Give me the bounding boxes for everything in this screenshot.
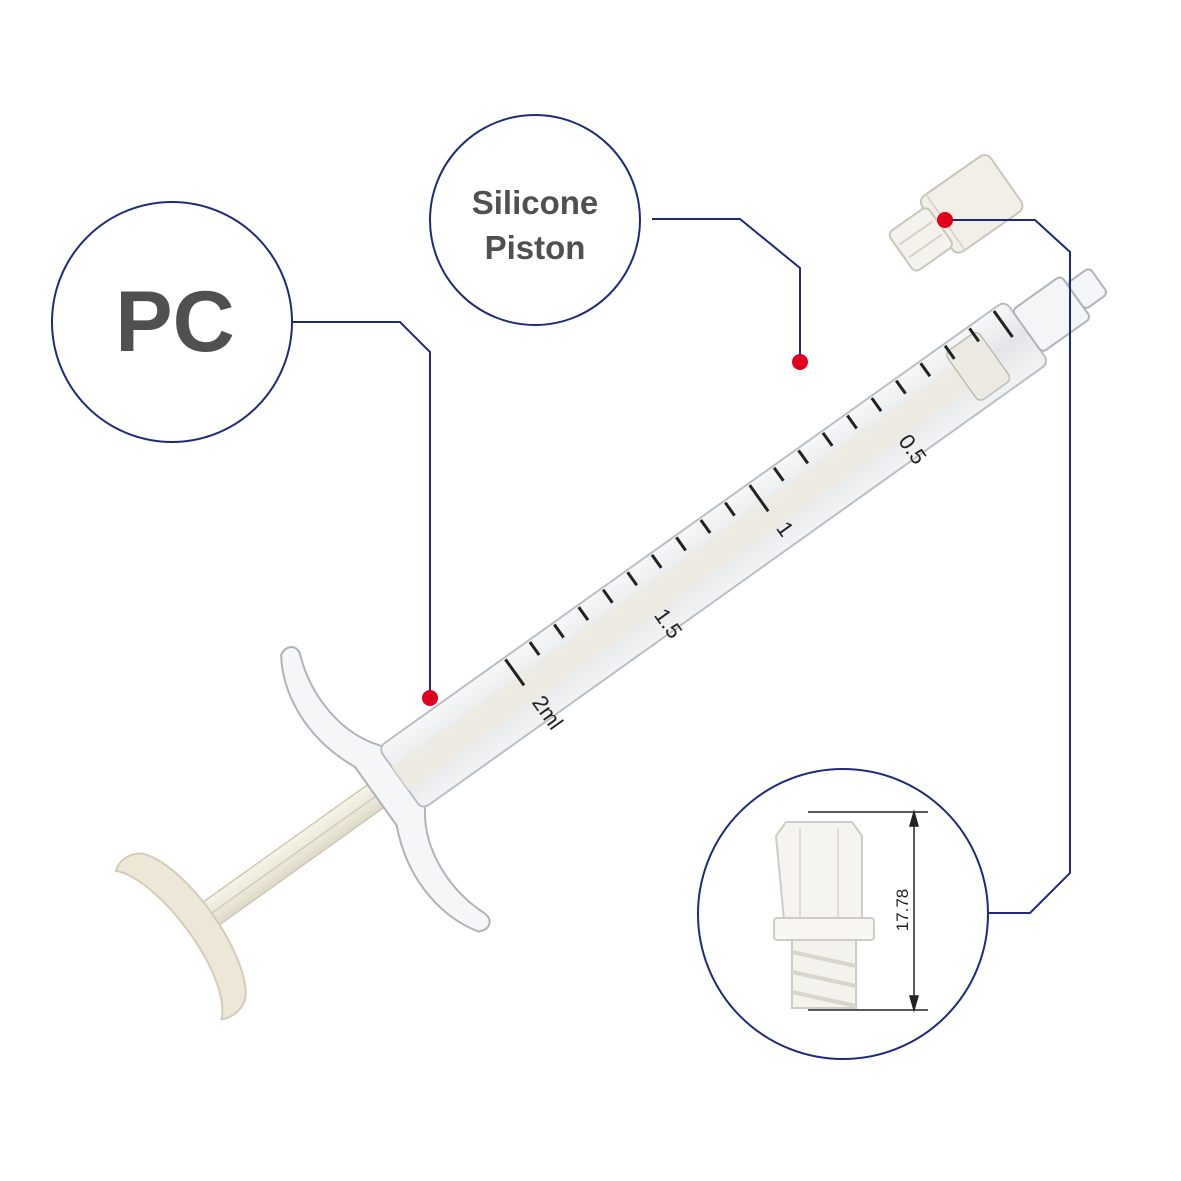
tip-cap xyxy=(888,154,1024,272)
piston-leader-line xyxy=(652,218,801,362)
thumb-rest xyxy=(114,852,247,1021)
piston-marker-dot xyxy=(792,354,808,370)
material-label: PC xyxy=(115,274,235,370)
dimension-value: 17.78 xyxy=(893,889,912,932)
piston-label-line2: Piston xyxy=(484,229,586,266)
cap-leader-line xyxy=(945,219,1071,914)
silicone-piston xyxy=(946,331,1011,401)
cap-detail-image xyxy=(773,821,875,1009)
pc-leader-line xyxy=(292,321,431,698)
finger-flange xyxy=(280,646,491,933)
pc-marker-dot xyxy=(422,690,438,706)
piston-label: Silicone Piston xyxy=(440,180,630,270)
cap-marker-dot xyxy=(937,212,953,228)
graduation-ticks xyxy=(504,310,1014,687)
piston-callout-circle xyxy=(429,114,641,326)
piston-label-line1: Silicone xyxy=(471,184,599,221)
dimension-line xyxy=(808,809,928,1013)
